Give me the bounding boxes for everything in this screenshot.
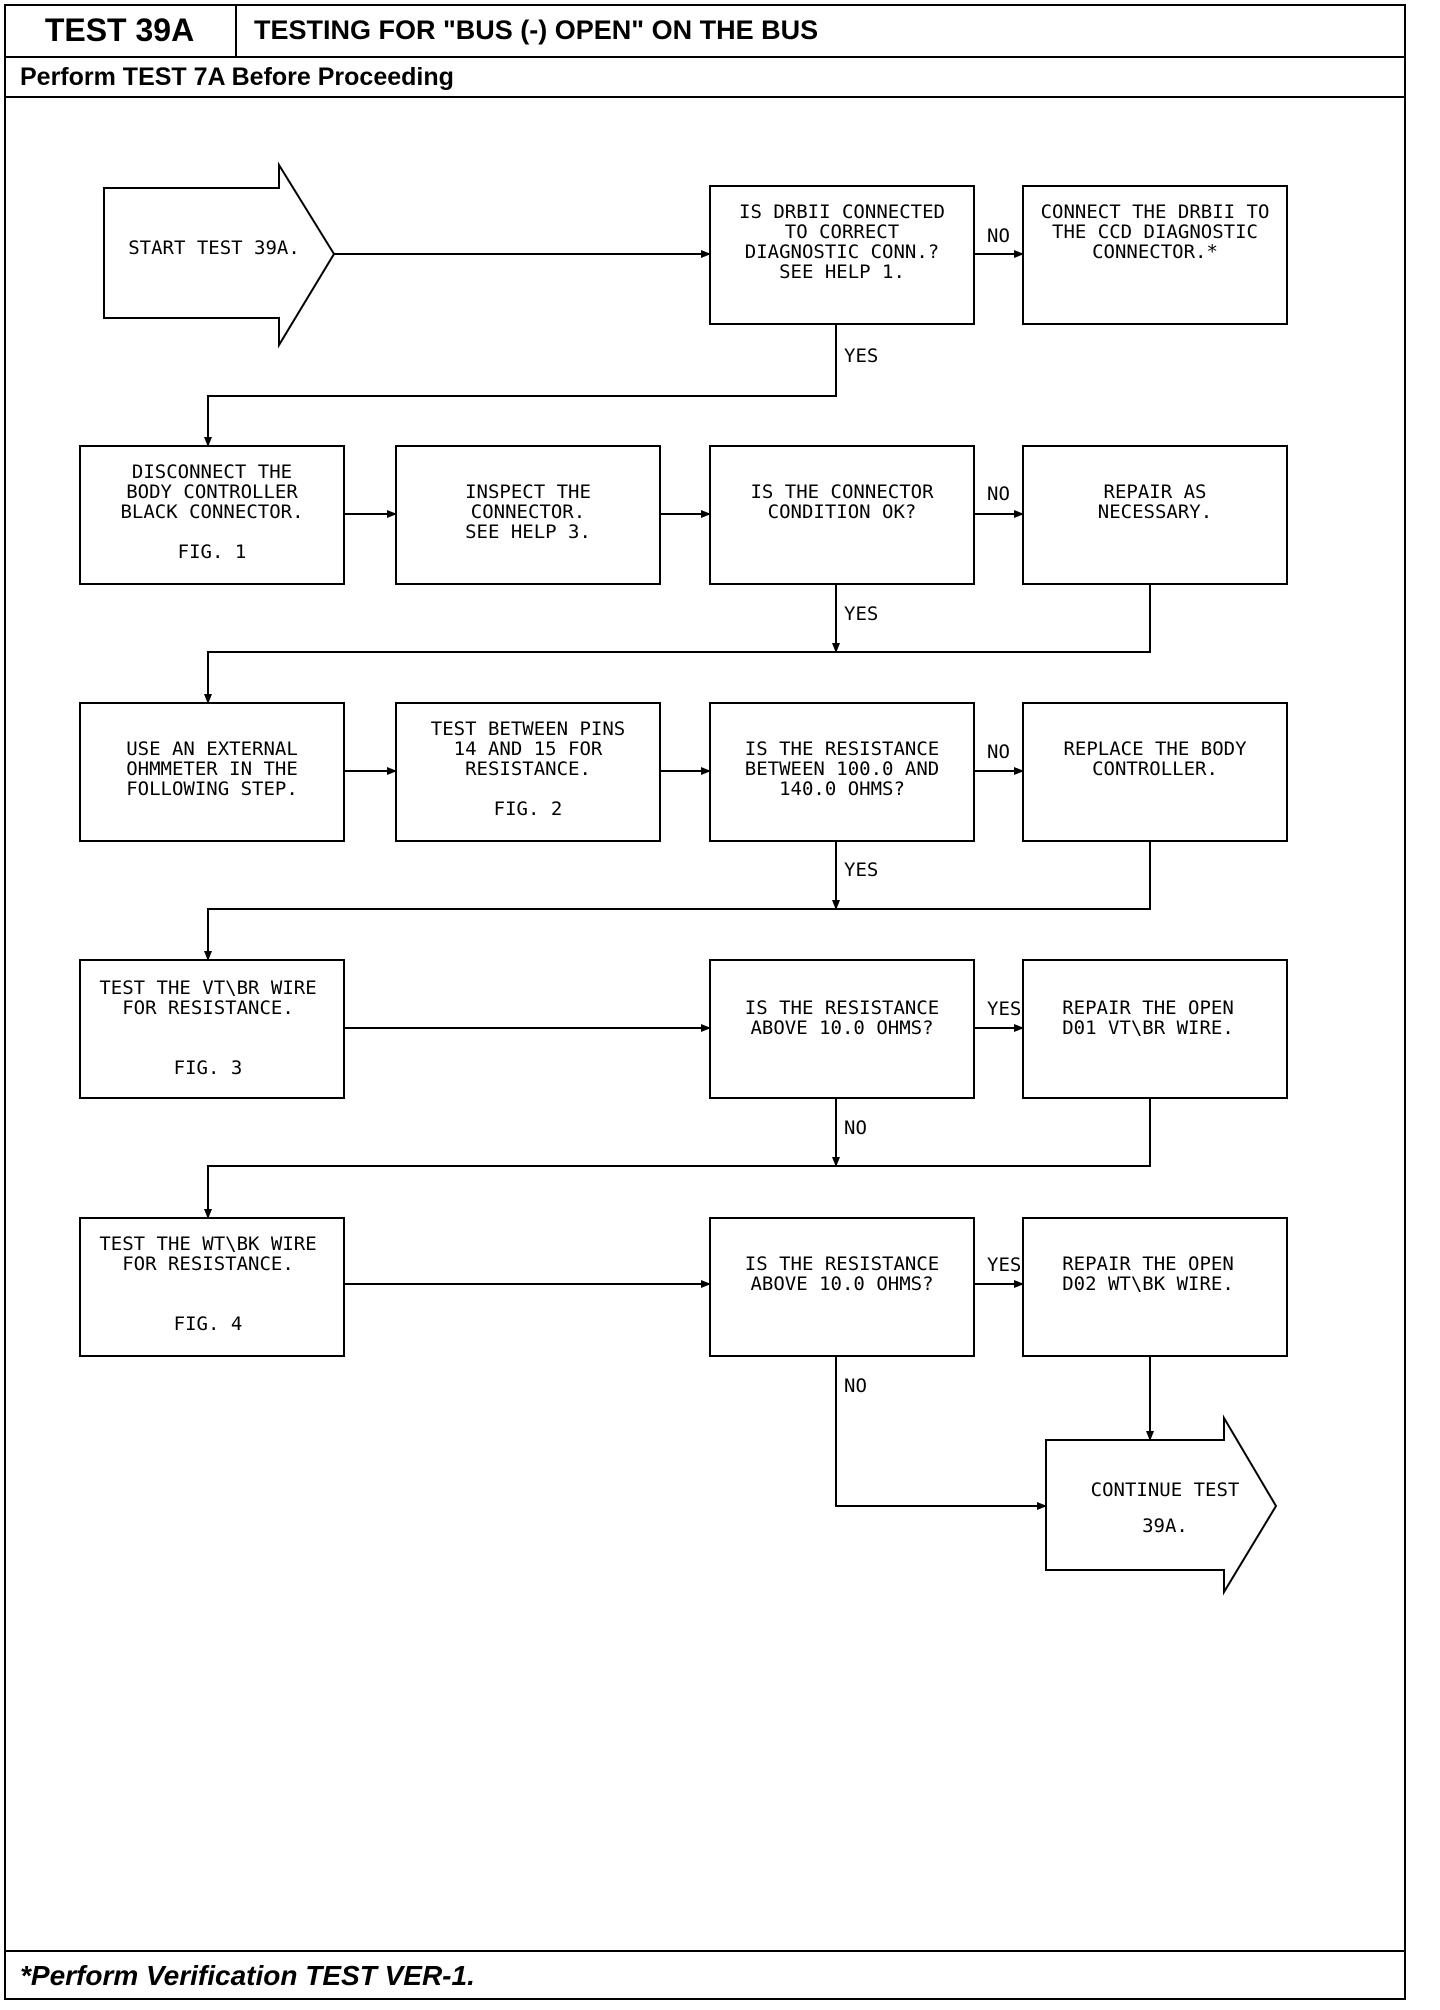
label-no-q-conn: NO: [987, 483, 1010, 505]
text-line: REPAIR AS: [1104, 481, 1207, 503]
text-line: REPAIR THE OPEN: [1062, 1253, 1234, 1275]
text-line: BLACK CONNECTOR.: [120, 501, 303, 523]
text-line: D01 VT\BR WIRE.: [1062, 1017, 1234, 1039]
text-line: SEE HELP 1.: [779, 261, 905, 283]
continue-arrow-shape: [1045, 1414, 1278, 1596]
connector-q-res3-no: [835, 1356, 1047, 1510]
text-line: SEE HELP 3.: [465, 521, 591, 543]
prerequisite-note: Perform TEST 7A Before Proceeding: [4, 58, 1406, 98]
text-line: INSPECT THE: [465, 481, 591, 503]
text-line: IS THE RESISTANCE: [745, 997, 939, 1019]
connector-q-drb-yes: [204, 324, 837, 447]
test-id: TEST 39A: [4, 4, 237, 56]
text-line: TEST THE WT\BK WIRE: [99, 1233, 316, 1255]
text-line: 14 AND 15 FOR: [454, 738, 603, 760]
label-no-q-res2: NO: [844, 1117, 867, 1139]
text-line: BODY CONTROLLER: [126, 481, 298, 503]
text-line: DIAGNOSTIC CONN.?: [745, 241, 939, 263]
text-line: 140.0 OHMS?: [779, 778, 905, 800]
label-yes-q-res2: YES: [987, 998, 1021, 1020]
header-bar: TEST 39A TESTING FOR "BUS (-) OPEN" ON T…: [4, 4, 1406, 58]
text-line: IS THE CONNECTOR: [750, 481, 934, 503]
text-line: START TEST 39A.: [128, 237, 300, 259]
text-line: ABOVE 10.0 OHMS?: [750, 1273, 933, 1295]
box-test-wt-shape: [79, 1217, 345, 1357]
text-line: [522, 778, 533, 800]
text-line: IS THE RESISTANCE: [745, 1253, 939, 1275]
connector-a-open1-return: [204, 1098, 1151, 1219]
text-line: DISCONNECT THE: [132, 461, 292, 483]
label-yes-q-res1: YES: [844, 859, 878, 881]
start-arrow-shape: [103, 161, 336, 349]
test-title: TESTING FOR "BUS (-) OPEN" ON THE BUS: [254, 14, 819, 45]
verification-note: *Perform Verification TEST VER-1.: [4, 1950, 1406, 2000]
text-line: 39A.: [1142, 1515, 1188, 1537]
text-line: FIG. 4: [174, 1313, 243, 1335]
text-line: NECESSARY.: [1098, 501, 1212, 523]
text-line: FOLLOWING STEP.: [126, 778, 298, 800]
text-line: OHMMETER IN THE: [126, 758, 298, 780]
text-line: CONDITION OK?: [768, 501, 917, 523]
text-line: FOR RESISTANCE.: [122, 997, 294, 1019]
text-line: REPLACE THE BODY: [1063, 738, 1247, 760]
text-line: TEST BETWEEN PINS: [431, 718, 625, 740]
label-yes-q-conn: YES: [844, 603, 878, 625]
text-line: FOR RESISTANCE.: [122, 1253, 294, 1275]
text-line: CONTROLLER.: [1092, 758, 1218, 780]
page-frame: [4, 4, 1406, 2000]
text-line: IS DRBII CONNECTED: [739, 201, 945, 223]
text-line: ABOVE 10.0 OHMS?: [750, 1017, 933, 1039]
label-no-q-res3: NO: [844, 1375, 867, 1397]
text-line: BETWEEN 100.0 AND: [745, 758, 939, 780]
text-line: TEST THE VT\BR WIRE: [99, 977, 316, 999]
text-line: FIG. 1: [178, 541, 247, 563]
text-line: [202, 1037, 213, 1059]
connector-a-repair-return: [204, 584, 1151, 704]
start-arrow-label: START TEST 39A.: [128, 237, 300, 259]
label-no-q-res1: NO: [987, 741, 1010, 763]
text-line: IS THE RESISTANCE: [745, 738, 939, 760]
label-yes-q-drb: YES: [844, 345, 878, 367]
text-line: FIG. 3: [174, 1057, 243, 1079]
text-line: D02 WT\BK WIRE.: [1062, 1273, 1234, 1295]
text-line: [202, 1017, 213, 1039]
continue-arrow-label: CONTINUE TEST 39A.: [1091, 1479, 1240, 1537]
label-yes-q-res3: YES: [987, 1254, 1021, 1276]
text-line: TO CORRECT: [785, 221, 899, 243]
text-line: USE AN EXTERNAL: [126, 738, 298, 760]
text-line: [206, 521, 217, 543]
label-no-q-drb: NO: [987, 225, 1010, 247]
text-line: [202, 1293, 213, 1315]
text-line: CONNECTOR.: [471, 501, 585, 523]
text-line: [202, 1273, 213, 1295]
text-line: REPAIR THE OPEN: [1062, 997, 1234, 1019]
text-line: CONNECT THE DRBII TO: [1041, 201, 1270, 223]
text-line: CONNECTOR.*: [1092, 241, 1218, 263]
text-line: FIG. 2: [494, 798, 563, 820]
text-line: RESISTANCE.: [465, 758, 591, 780]
connector-a-replace-return: [204, 841, 1151, 961]
text-line: THE CCD DIAGNOSTIC: [1052, 221, 1258, 243]
text-line: CONTINUE TEST: [1091, 1479, 1240, 1501]
